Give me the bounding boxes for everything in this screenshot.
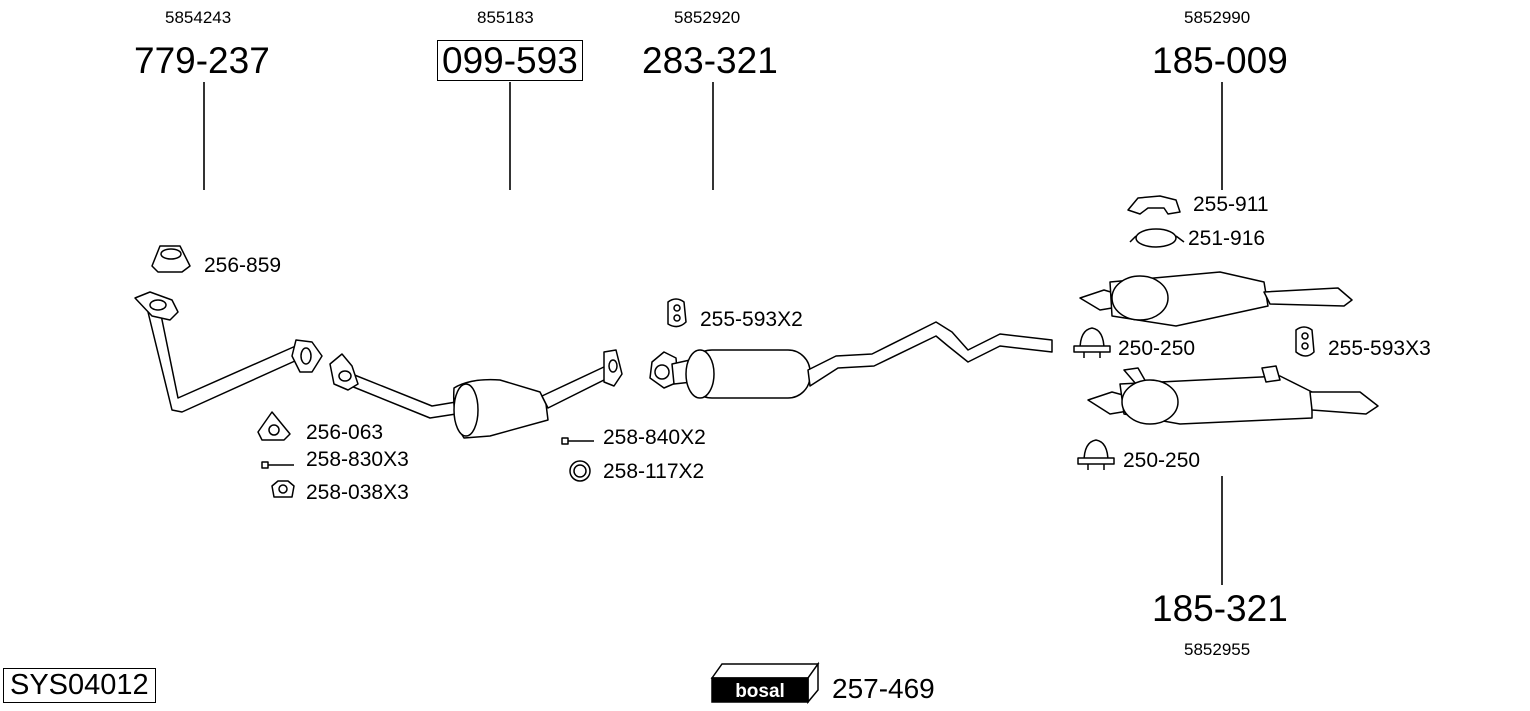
accessory-label: 258-038X3 (306, 481, 409, 504)
system-code: SYS04012 (3, 668, 156, 703)
oe-number-855183: 855183 (477, 8, 534, 27)
part-number-779-237: 779-237 (134, 40, 270, 81)
part-number-099-593: 099-593 (437, 40, 583, 81)
oe-number-5852955: 5852955 (1184, 640, 1251, 659)
accessory-label: 258-117X2 (603, 460, 705, 483)
oe-number-5854243: 5854243 (165, 8, 232, 27)
accessory-label: 250-250 (1123, 449, 1201, 472)
flange-gasket-icon (257, 411, 291, 441)
accessory-label: 255-593X3 (1328, 337, 1431, 360)
accessory-label: 255-911 (1193, 193, 1269, 216)
gasket-ring-icon (151, 245, 191, 273)
u-clamp-icon (1077, 439, 1115, 470)
accessory-label: 255-593X2 (700, 308, 803, 331)
front-pipe-drawing (134, 291, 323, 413)
part-number-185-009: 185-009 (1152, 40, 1288, 81)
clamp-band-icon (1129, 228, 1185, 248)
accessory-label: 256-063 (306, 421, 384, 444)
accessory-label: 258-830X3 (306, 448, 409, 471)
u-clamp-icon (1073, 327, 1111, 358)
rubber-strap-icon (1127, 195, 1181, 215)
part-number-185-321: 185-321 (1152, 588, 1288, 629)
accessory-label: 258-840X2 (603, 426, 706, 449)
bolt-icon (561, 437, 594, 445)
rear-silencer-185-009-drawing (1079, 271, 1353, 327)
accessory-label: 250-250 (1118, 337, 1196, 360)
catalytic-converter-drawing (329, 349, 623, 439)
accessory-label: 256-859 (204, 254, 282, 277)
rear-silencer-185-321-drawing (1087, 365, 1379, 425)
brand-code: 257-469 (832, 673, 935, 704)
bosal-logo: bosal (710, 661, 820, 705)
oe-number-5852920: 5852920 (674, 8, 741, 27)
svg-text:bosal: bosal (735, 681, 785, 702)
nut-icon (271, 480, 295, 498)
accessory-label: 251-916 (1188, 227, 1266, 250)
bolt-icon (261, 461, 294, 469)
oe-number-5852990: 5852990 (1184, 8, 1251, 27)
seal-ring-icon (569, 460, 591, 482)
rubber-hanger-icon (667, 298, 687, 328)
rubber-hanger-icon (1295, 326, 1315, 357)
middle-silencer-drawing (649, 321, 1053, 399)
part-number-283-321: 283-321 (642, 40, 778, 81)
